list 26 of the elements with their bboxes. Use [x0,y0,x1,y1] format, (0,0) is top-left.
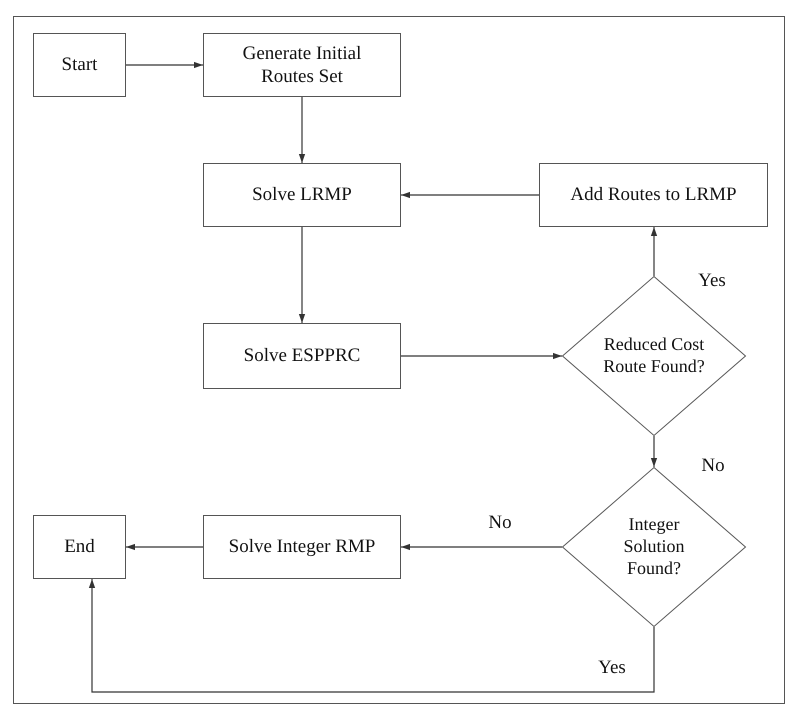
process-box [203,33,401,97]
node-text: Integer Solution Found? [622,514,686,580]
terminal-box [33,515,126,579]
node-text: End [64,535,95,559]
node-text: Reduced Cost Route Found? [602,334,706,378]
arrow [88,579,655,693]
arrow [401,192,539,198]
node-text: Add Routes to LRMP [570,183,737,207]
process-box [539,163,768,227]
arrow [401,544,562,550]
arrow [401,352,562,360]
terminal-box [33,33,126,97]
arrow [650,227,658,276]
node-text: Solve LRMP [252,183,352,207]
node-text: Generate Initial Routes Set [242,42,362,88]
process-box [203,323,401,389]
arrow [298,227,306,323]
process-box [203,515,401,579]
node-text: Solve ESPPRC [244,344,360,368]
node-text: Solve Integer RMP [228,535,376,559]
arrow [126,544,203,550]
arrow [298,97,306,163]
arrow [126,62,203,68]
arrow [650,436,658,467]
node-text: Start [62,53,98,77]
process-box [203,163,401,227]
